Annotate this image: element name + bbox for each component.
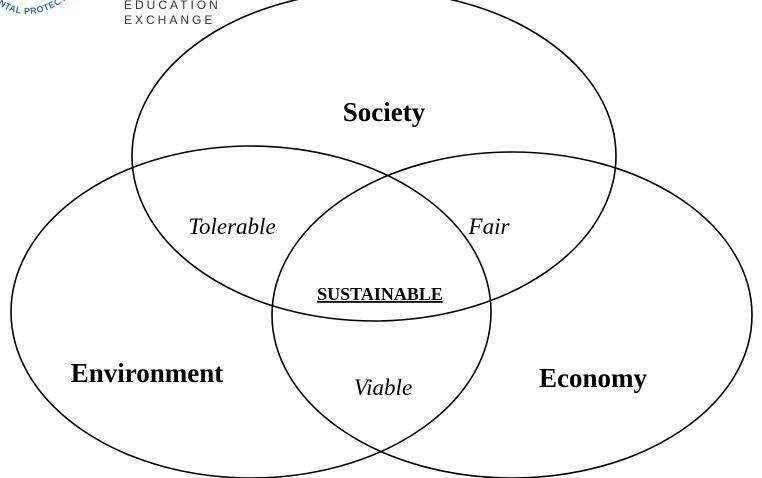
society-label: Society: [343, 97, 426, 127]
tolerable-label: Tolerable: [188, 214, 275, 239]
logo-line-education: EDUCATION: [124, 0, 221, 12]
logo: NTAL PROTECT EDUCATION EXCHANGE: [0, 0, 221, 27]
environment-label: Environment: [71, 358, 224, 388]
economy-circle: [271, 151, 753, 478]
logo-line-exchange: EXCHANGE: [124, 13, 215, 27]
fair-label: Fair: [468, 214, 511, 239]
environment-circle: [10, 145, 492, 478]
sustainable-label: SUSTAINABLE: [317, 284, 443, 304]
logo-arc-text: NTAL PROTECT: [0, 0, 68, 16]
viable-label: Viable: [354, 375, 412, 400]
economy-label: Economy: [539, 363, 648, 393]
society-circle: [131, 0, 617, 322]
